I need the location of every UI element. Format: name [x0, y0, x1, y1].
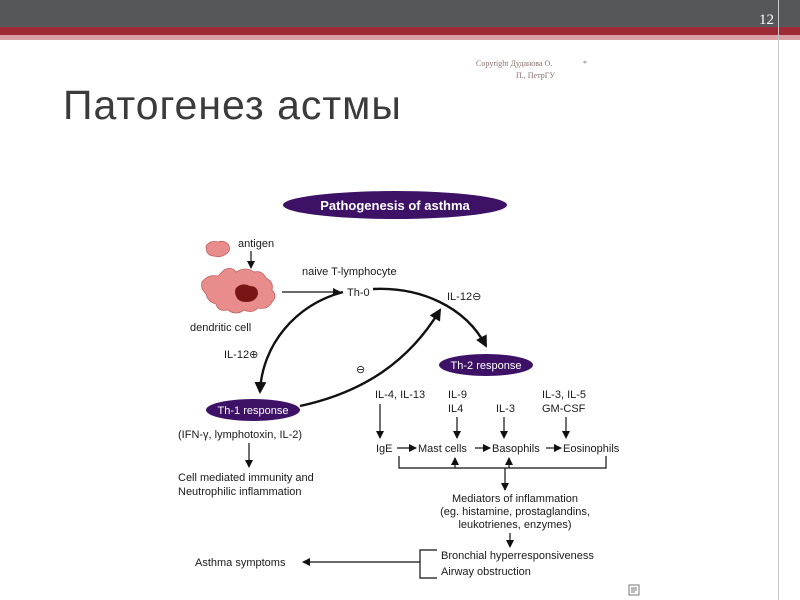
dendritic-cell-nucleus: [235, 284, 258, 302]
il3-il5-label: IL-3, IL-5: [542, 389, 586, 401]
slide-title: Патогенез астмы: [63, 82, 402, 128]
il12-top-label: IL-12⊖: [447, 291, 481, 303]
cell-mediated-line1: Cell mediated immunity and: [178, 472, 314, 484]
th1-to-th2-inhibition-arrow: [299, 308, 442, 408]
th0-label: Th-0: [347, 287, 370, 299]
il9-label: IL-9: [448, 389, 467, 401]
il4-il13-label: IL-4, IL-13: [375, 389, 425, 401]
gmcsf-label: GM-CSF: [542, 403, 586, 415]
th0-to-th2-arrow: [372, 287, 488, 348]
copyright-line1: Copyright Дуданова О.: [476, 59, 553, 68]
il3-label: IL-3: [496, 403, 515, 415]
copyright-note: Copyright Дуданова О. П., ПетрГУ *: [476, 58, 587, 82]
antigen-shape: [205, 240, 230, 258]
airway-label: Airway obstruction: [441, 566, 531, 578]
ifn-label: (IFN-γ, lymphotoxin, IL-2): [178, 429, 302, 441]
th2-pill: [439, 354, 533, 376]
bronchial-bracket: [419, 549, 437, 579]
diagram-header: Pathogenesis of asthma: [320, 198, 470, 213]
copyright-line2: П., ПетрГУ: [516, 71, 555, 80]
mediators-bracket: [398, 456, 607, 469]
il12-left-label: IL-12⊕: [224, 349, 258, 361]
slide-number: 12: [759, 12, 774, 28]
bronchial-label: Bronchial hyperresponsiveness: [441, 550, 594, 562]
basophils-label: Basophils: [492, 443, 540, 455]
top-band-pink: [0, 35, 800, 40]
naive-lymphocyte-label: naive T-lymphocyte: [302, 266, 397, 278]
document-icon[interactable]: [628, 584, 640, 596]
th2-label: Th-2 response: [451, 360, 522, 372]
top-bar: [0, 0, 800, 44]
mast-cells-label: Mast cells: [418, 443, 467, 455]
th1-pill: [206, 399, 300, 421]
copyright-star: *: [583, 59, 587, 68]
right-divider: [778, 0, 779, 600]
mediators-line1: Mediators of inflammation: [452, 493, 578, 505]
asthma-symptoms-label: Asthma symptoms: [195, 557, 286, 569]
inhibition-minus: ⊖: [356, 364, 365, 376]
ige-label: IgE: [376, 443, 393, 455]
mediators-line2: (eg. histamine, prostaglandins,: [440, 506, 590, 518]
mediators-line3: leukotrienes, enzymes): [458, 519, 571, 531]
antigen-label: antigen: [238, 238, 274, 250]
th0-to-th1-arrow: [254, 290, 344, 394]
top-band-red: [0, 27, 800, 35]
eosinophils-label: Eosinophils: [563, 443, 620, 455]
th1-label: Th-1 response: [218, 405, 289, 417]
dendritic-cell-label: dendritic cell: [190, 322, 251, 334]
diagram-header-pill: [283, 191, 507, 219]
il4-label: IL4: [448, 403, 463, 415]
top-band-gray: [0, 0, 800, 27]
cell-mediated-line2: Neutrophilic inflammation: [178, 486, 302, 498]
